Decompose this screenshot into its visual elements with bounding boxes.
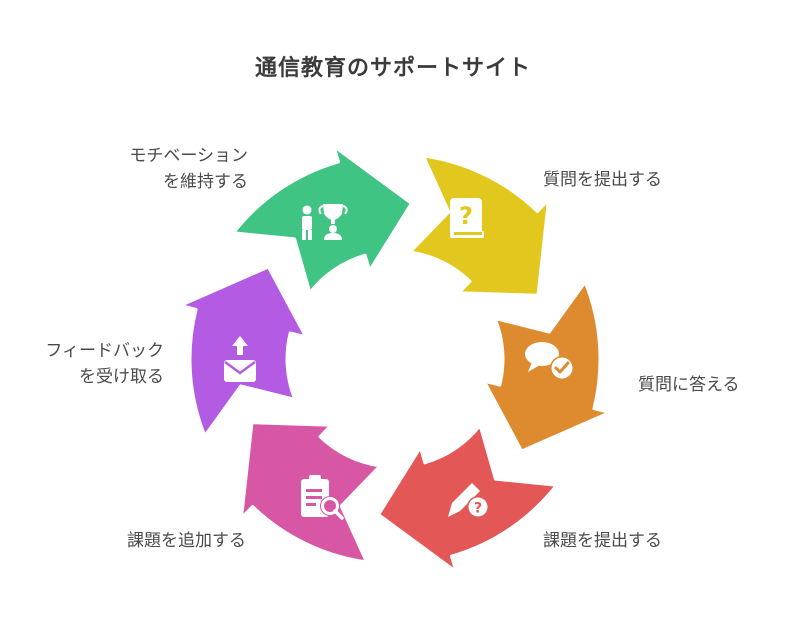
diagram-title: 通信教育のサポートサイト xyxy=(254,56,531,81)
step-label-line: 質問に答える xyxy=(638,375,740,395)
cycle-segment-answer-question xyxy=(482,280,611,453)
label-receive-feedback: フィードバック を受け取る xyxy=(45,338,164,390)
upload-mail-icon xyxy=(224,336,256,382)
step-label-line: 質問を提出する xyxy=(543,170,662,190)
step-label-line: を維持する xyxy=(163,172,248,192)
label-answer-question: 質問に答える xyxy=(638,372,740,398)
step-label-line: 課題を追加する xyxy=(127,531,246,551)
label-add-assignment: 課題を追加する xyxy=(127,528,246,554)
label-submit-assignment: 課題を提出する xyxy=(543,528,662,554)
pen-question-icon: ? xyxy=(448,483,489,518)
cycle-segment-maintain-motivation xyxy=(232,145,413,294)
step-label-line: 課題を提出する xyxy=(543,531,662,551)
svg-text:?: ? xyxy=(459,202,473,230)
cycle-segment-receive-feedback xyxy=(179,265,308,438)
step-label-line: を受け取る xyxy=(79,367,164,387)
step-label-line: モチベーション xyxy=(129,146,248,166)
svg-text:?: ? xyxy=(474,501,482,517)
trophy-people-icon xyxy=(302,204,348,240)
step-label-line: フィードバック xyxy=(45,341,164,361)
clipboard-search-icon xyxy=(301,475,344,520)
label-submit-question: 質問を提出する xyxy=(543,167,662,193)
chat-check-icon xyxy=(525,342,574,380)
label-maintain-motivation: モチベーション を維持する xyxy=(129,143,248,195)
question-book-icon: ? xyxy=(450,198,484,238)
